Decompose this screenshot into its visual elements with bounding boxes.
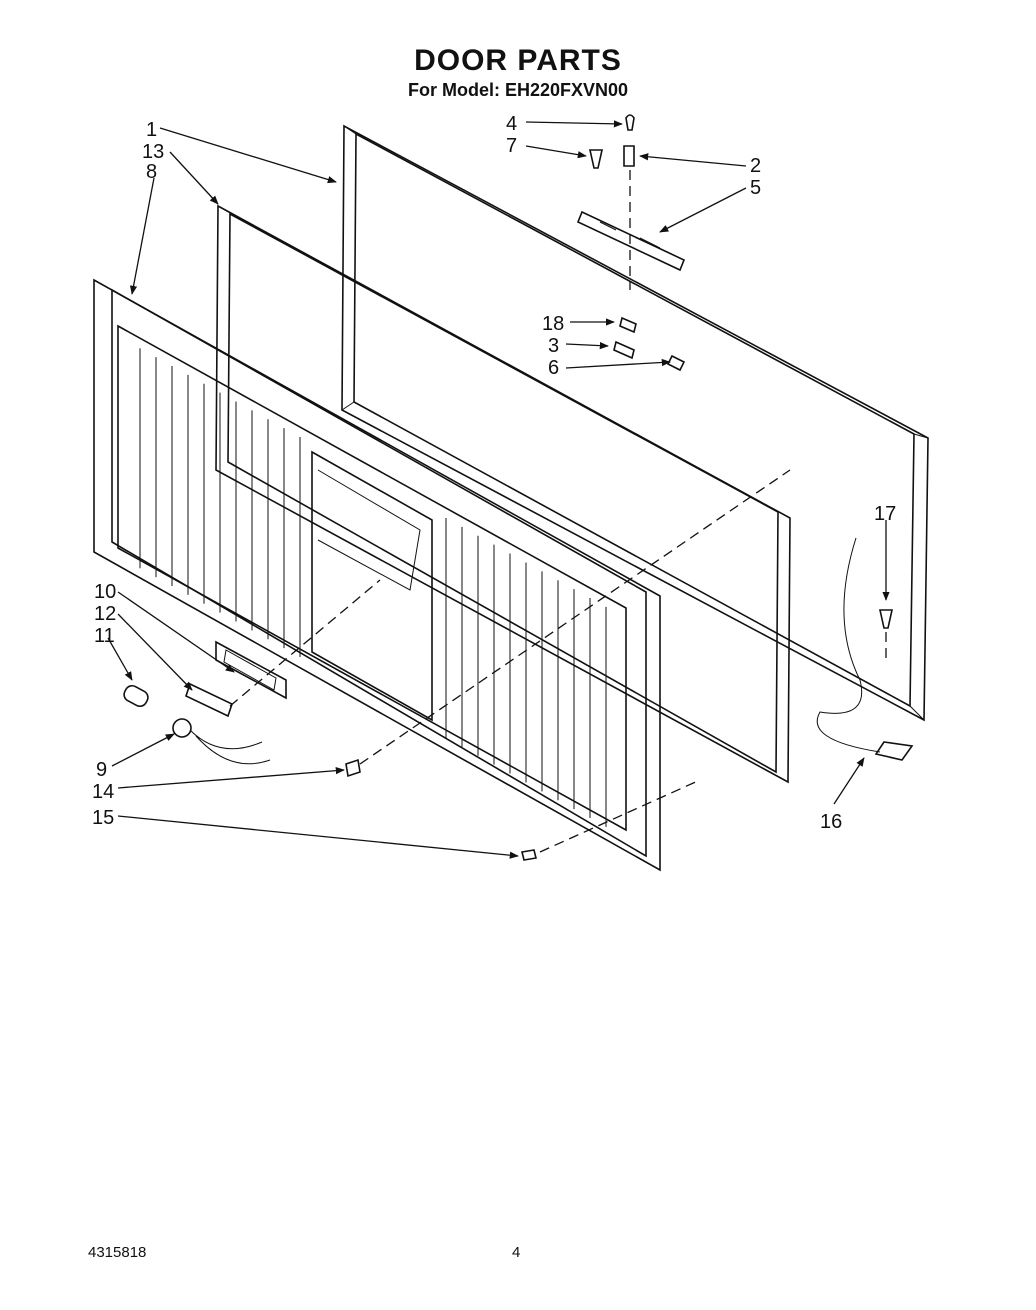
hinge-clip [666,354,686,372]
callout-10: 10 [94,581,116,603]
callout-8: 8 [146,161,157,183]
frame-screw [879,609,893,629]
model-subtitle: For Model: EH220FXVN00 [407,80,629,100]
callout-3: 3 [548,335,559,357]
misc-hardware [345,537,914,861]
callout-18: 18 [542,313,564,335]
callout-7: 7 [506,135,517,157]
hinge-cap [625,114,635,131]
door-screw [521,849,537,861]
switch-bracket [874,741,914,761]
light-assembly [123,640,287,765]
liner-ribs [139,348,607,827]
callout-12: 12 [94,603,116,625]
document-number: 4315818 [88,1244,147,1261]
hinge-plate [576,210,686,272]
callout-15: 15 [92,807,114,829]
hinge-pin [623,145,635,167]
light-shield [185,682,233,718]
hinge-spring [619,316,637,334]
door-frame-outer [341,124,929,722]
callout-6: 6 [548,357,559,379]
callout-5: 5 [750,177,761,199]
light-lens-housing [215,640,287,700]
door-gasket [215,204,791,784]
callout-14: 14 [92,781,114,803]
hinge-assembly [576,114,686,372]
callout-9: 9 [96,759,107,781]
callout-4: 4 [506,113,517,135]
callout-11: 11 [94,625,115,647]
callout-2: 2 [750,155,761,177]
leader-lines [107,120,890,859]
callout-16: 16 [820,811,842,833]
inner-door-liner [93,278,661,872]
switch-wire [816,537,881,753]
callout-1: 1 [146,119,157,141]
hinge-screw [589,149,603,169]
hinge-bracket [613,340,635,360]
callout-17: 17 [874,503,896,525]
page-title: DOOR PARTS [414,44,622,77]
light-bulb [123,684,149,708]
callout-13: 13 [142,141,164,163]
page-number: 4 [512,1244,521,1261]
light-socket [172,718,192,738]
door-plug [345,758,361,778]
